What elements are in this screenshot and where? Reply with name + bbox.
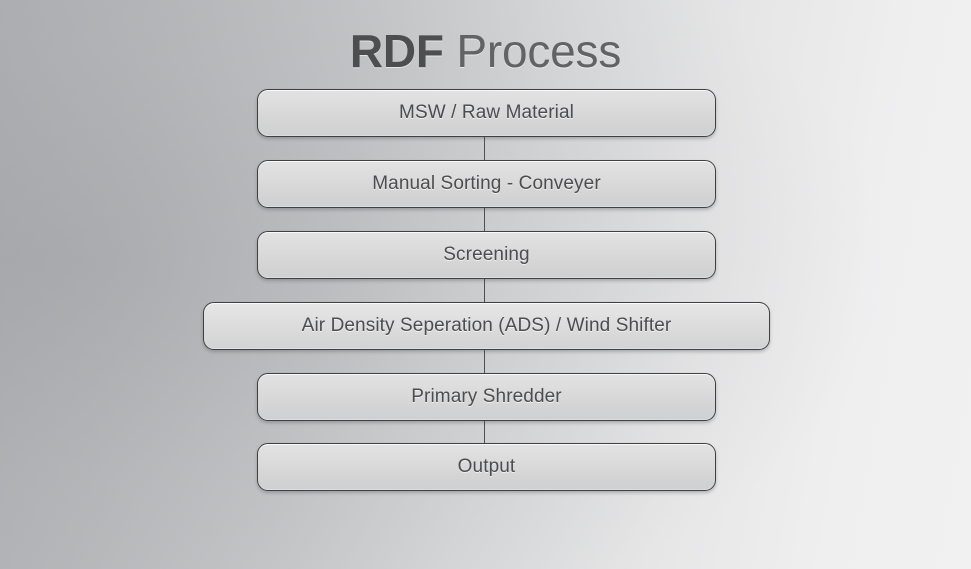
flow-node-label: Manual Sorting - Conveyer xyxy=(372,173,601,194)
page-title-light: Process xyxy=(443,25,622,77)
flow-node-msw-raw-material[interactable]: MSW / Raw Material xyxy=(257,89,716,137)
flow-node-label: Screening xyxy=(443,244,530,265)
flow-node-label: Primary Shredder xyxy=(411,386,562,407)
flow-connector xyxy=(484,421,485,443)
flow-node-manual-sorting[interactable]: Manual Sorting - Conveyer xyxy=(257,160,716,208)
flow-connector xyxy=(484,137,485,160)
flow-node-label: Air Density Seperation (ADS) / Wind Shif… xyxy=(301,315,672,336)
page-title: RDF Process xyxy=(0,21,971,81)
flow-node-label: MSW / Raw Material xyxy=(399,102,574,123)
flow-node-output[interactable]: Output xyxy=(257,443,716,491)
flow-node-screening[interactable]: Screening xyxy=(257,231,716,279)
flow-connector xyxy=(484,208,485,231)
flow-node-primary-shredder[interactable]: Primary Shredder xyxy=(257,373,716,421)
page-title-strong: RDF xyxy=(349,25,444,77)
flow-node-air-density-sep[interactable]: Air Density Seperation (ADS) / Wind Shif… xyxy=(203,302,770,350)
flow-connector xyxy=(484,350,485,373)
flow-connector xyxy=(484,279,485,302)
flow-node-label: Output xyxy=(457,456,516,477)
